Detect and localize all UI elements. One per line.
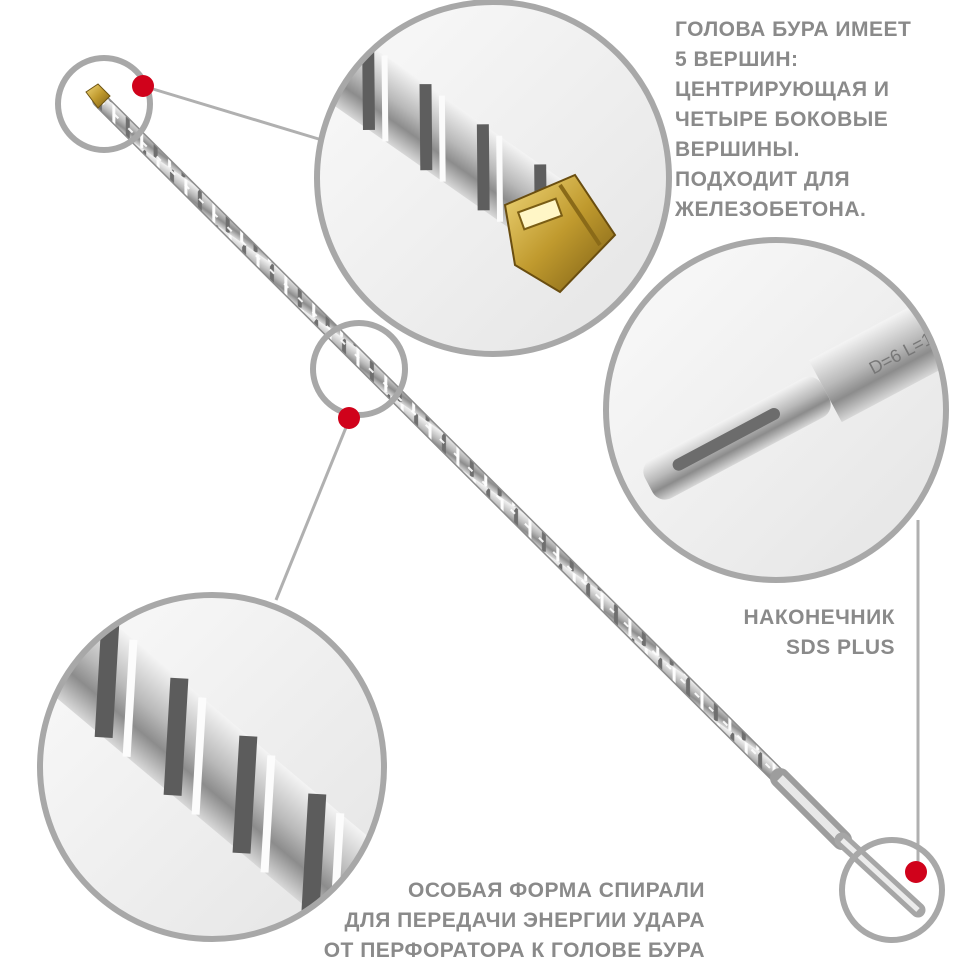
caption-line: вершины. (675, 138, 800, 161)
caption-line: Подходит для (675, 168, 851, 191)
caption-line: SDS PLUS (785, 636, 895, 659)
caption-line: четыре боковые (675, 108, 889, 131)
connector-lines (142, 84, 920, 870)
caption-line: Наконечник (743, 606, 895, 629)
red-dot-icon (905, 861, 927, 883)
spiral-caption: Особая форма спирали для передачи энерги… (300, 876, 705, 966)
caption-line: железобетона. (675, 198, 867, 221)
drill-head-zoom-image (314, 0, 672, 357)
drill-bit (85, 83, 926, 918)
sds-plus-shank-zoom-image: D=6 L=14 (603, 237, 949, 583)
red-dot-icon (338, 407, 360, 429)
head-caption: Голова бура имеет 5 вершин: центрирующая… (675, 15, 965, 225)
red-dot-icon (132, 75, 154, 97)
caption-line: 5 вершин: (675, 48, 799, 71)
caption-line: для передачи энергии удара (344, 909, 705, 932)
markers (132, 75, 927, 883)
spiral-flute-zoom-image (37, 592, 387, 942)
carbide-head (85, 83, 111, 109)
caption-line: центрирующая и (675, 78, 890, 101)
caption-line: от перфоратора к голове бура (323, 939, 705, 962)
tip-caption: Наконечник SDS PLUS (690, 603, 895, 663)
caption-line: Особая форма спирали (408, 879, 705, 902)
caption-line: Голова бура имеет (675, 18, 912, 41)
tip-detail-ring (839, 837, 945, 943)
head-detail-ring (55, 55, 153, 153)
